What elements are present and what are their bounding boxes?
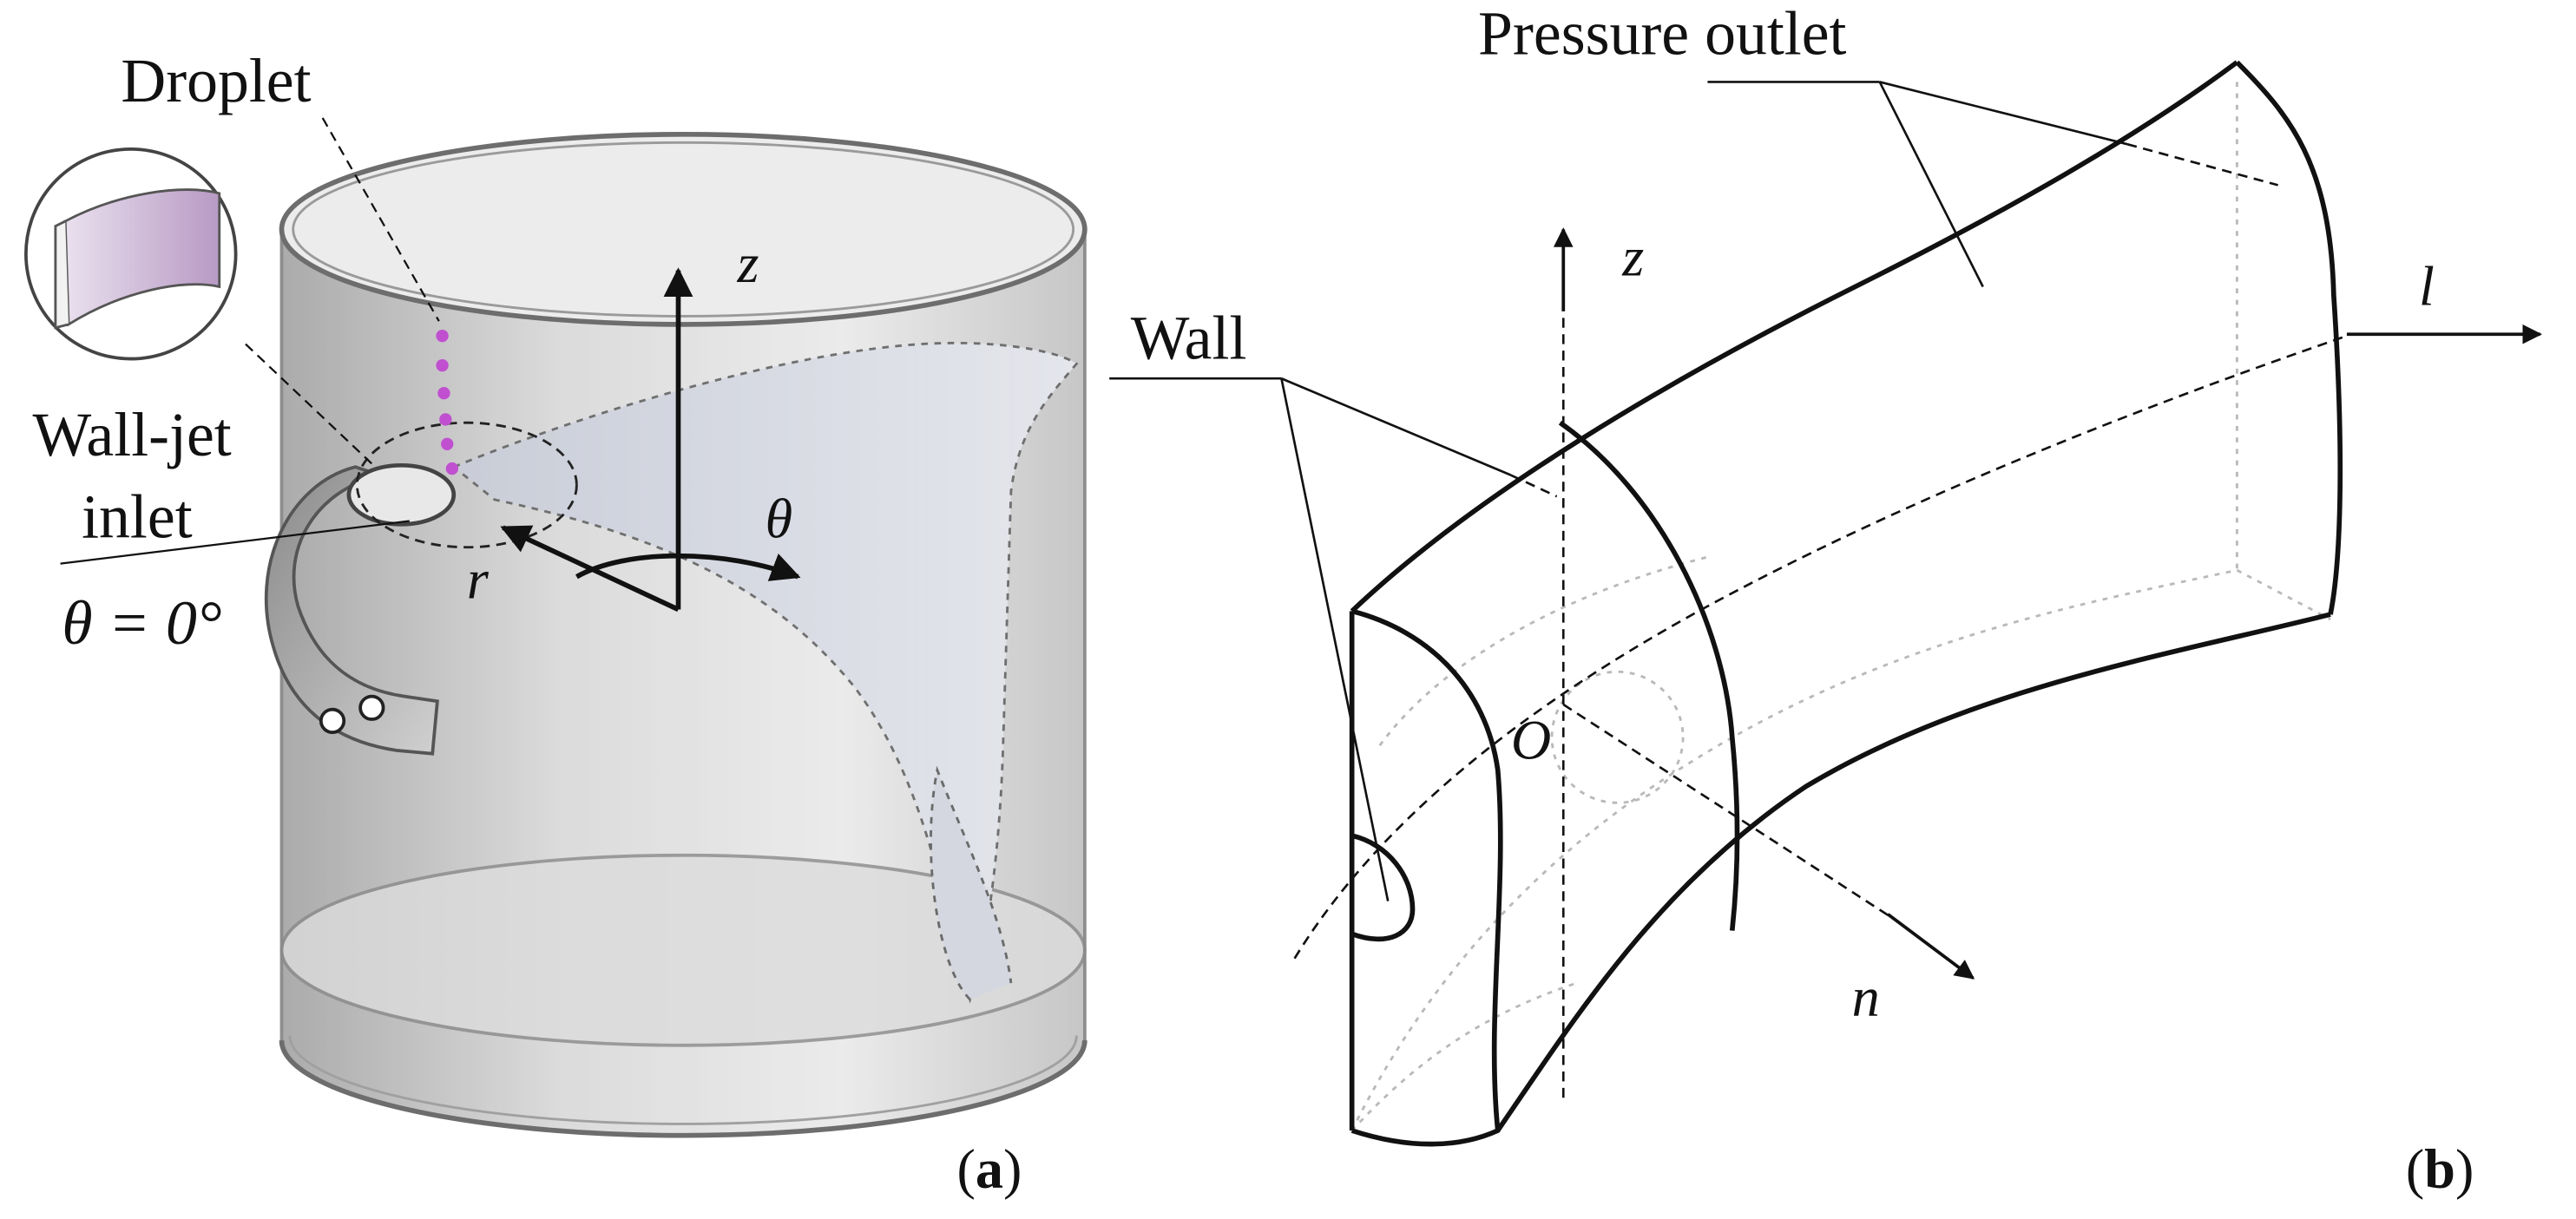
axis-l-label: l [2419, 255, 2435, 317]
droplet [439, 413, 452, 426]
origin-label: O [1511, 709, 1551, 770]
inlet-label-line2: inlet [82, 482, 193, 551]
axis-theta-arrow [575, 553, 801, 581]
wall-leader-1-dash [1510, 474, 1558, 498]
droplet [436, 329, 449, 343]
inlet-pipe [264, 465, 439, 756]
wall-leader-1 [1280, 377, 1512, 476]
inlet-highlight-ring [355, 421, 578, 549]
axis-n-arrow [1887, 913, 1975, 980]
droplet [436, 358, 449, 372]
fluid-sheet [451, 341, 1079, 1004]
axis-theta-label: θ [766, 488, 793, 549]
duct-outline [1349, 60, 2343, 1147]
axis-l-curve [1293, 334, 2348, 960]
theta-zero-label: θ = 0° [62, 588, 221, 658]
cylinder-bottom-front-rim [279, 1040, 1088, 1138]
panel-a-label: (a) [957, 1138, 1022, 1200]
inlet-inset-leader [245, 343, 373, 465]
wall-label: Wall [1131, 304, 1247, 373]
panel-a: z r θ Droplet Wall-jet inlet θ = 0° (a) [24, 46, 1088, 1200]
cylinder-top-rim [279, 132, 1088, 327]
wall-leader-2 [1280, 377, 1390, 901]
axis-z-label: z [1621, 226, 1644, 287]
droplet-column [436, 329, 459, 475]
inlet-inset-shape [63, 188, 221, 327]
panel-b: Pressure outlet Wall z l n O (b) [1109, 0, 2543, 1200]
pressure-outlet-leader-3 [1879, 81, 2128, 146]
pipe-hole-1 [319, 707, 346, 735]
droplet [437, 387, 450, 400]
pipe-hole-2 [358, 694, 385, 721]
inlet-mouth [346, 462, 457, 527]
axis-z-label: z [736, 233, 759, 294]
inlet-leader [60, 520, 410, 565]
droplet [441, 437, 454, 450]
pressure-outlet-leader-dash [2126, 142, 2278, 187]
axis-r-label: r [467, 548, 490, 610]
cylinder-bottom-rim [279, 853, 1087, 1047]
pressure-outlet-leader-2 [1878, 81, 1984, 288]
panel-b-label: (b) [2406, 1138, 2474, 1200]
droplet-leader [321, 117, 440, 322]
cylinder-top-inner-rim [292, 141, 1075, 318]
inlet-label-line1: Wall-jet [32, 400, 231, 469]
axis-n-label: n [1852, 967, 1880, 1028]
droplet-label: Droplet [121, 46, 311, 115]
axis-n-line [1562, 703, 1905, 927]
pressure-outlet-label: Pressure outlet [1478, 0, 1847, 68]
droplet [445, 462, 459, 475]
